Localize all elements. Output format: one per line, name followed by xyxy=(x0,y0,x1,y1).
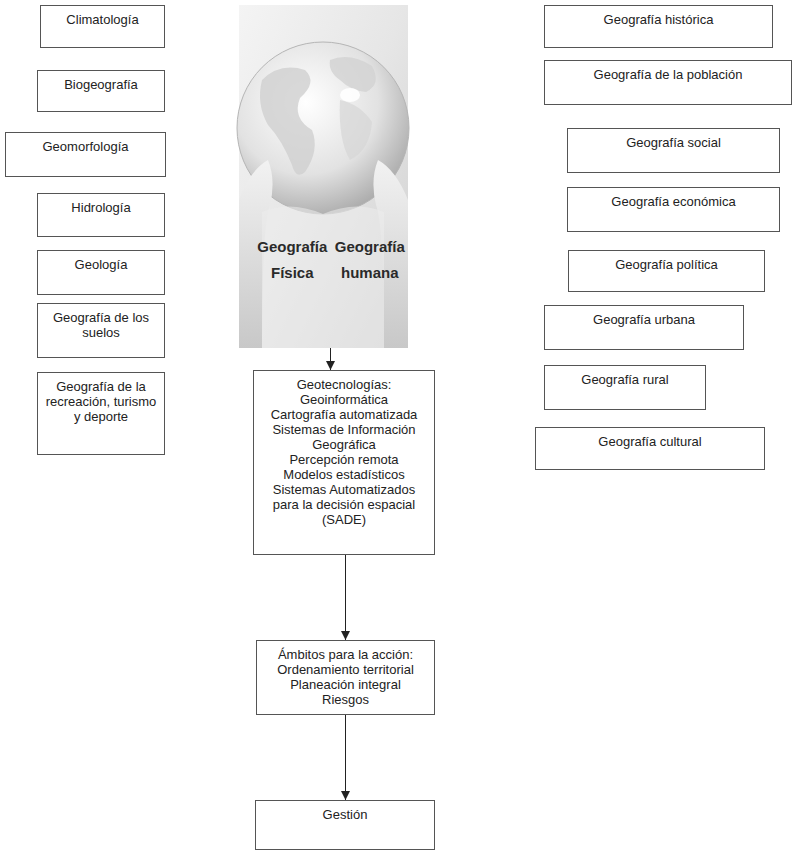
box-text: Geología xyxy=(75,257,128,272)
box-text: Geografía política xyxy=(615,257,718,272)
box-text: Modelos estadísticos xyxy=(283,467,404,482)
box-text: Geografía económica xyxy=(611,194,735,209)
branch-label: Geografía humana xyxy=(332,234,409,286)
box-text: Geotecnologías: xyxy=(297,377,392,392)
box-text: Geografía social xyxy=(626,135,721,150)
flow-arrow xyxy=(345,555,346,640)
topic-box: Biogeografía xyxy=(37,70,165,112)
box-text: Planeación integral xyxy=(290,677,401,692)
topic-box: Ámbitos para la acción:Ordenamiento terr… xyxy=(256,640,435,715)
topic-box: Geología xyxy=(37,250,165,295)
highlight xyxy=(340,88,360,102)
topic-box: Hidrología xyxy=(37,193,165,237)
topic-box: Gestión xyxy=(255,800,435,850)
box-text: Geografía rural xyxy=(581,372,668,387)
box-text: Geografía cultural xyxy=(598,434,701,449)
box-text: Cartografía automatizada xyxy=(271,407,418,422)
topic-box: Geografía social xyxy=(567,128,780,173)
box-text: Geoinformática xyxy=(300,392,388,407)
topic-box: Geografía cultural xyxy=(535,427,765,470)
box-text: Hidrología xyxy=(71,200,130,215)
topic-box: Geografía de la población xyxy=(544,60,792,105)
box-text: Percepción remota xyxy=(289,452,398,467)
box-text: Geomorfología xyxy=(43,139,129,154)
topic-box: Geomorfología xyxy=(5,132,166,177)
continent xyxy=(260,68,315,175)
box-text: Geografía de la población xyxy=(594,67,743,82)
branch-label: Geografía Física xyxy=(254,234,331,286)
box-text: Sistemas Automatizados para la decisión … xyxy=(259,482,429,527)
box-text: Climatología xyxy=(66,12,138,27)
topic-box: Geotecnologías:GeoinformáticaCartografía… xyxy=(253,370,435,555)
topic-box: Geografía de los suelos xyxy=(37,303,165,358)
box-text: Geografía de la recreación, turismo y de… xyxy=(43,379,159,424)
box-text: Geografía urbana xyxy=(593,312,695,327)
box-text: Riesgos xyxy=(322,692,369,707)
globe-picture: Geografía FísicaGeografía humana xyxy=(239,5,408,348)
box-text: Geografía de los suelos xyxy=(43,310,159,340)
topic-box: Geografía rural xyxy=(544,365,706,410)
box-text: Biogeografía xyxy=(64,77,138,92)
topic-box: Geografía urbana xyxy=(544,305,744,350)
topic-box: Geografía económica xyxy=(567,187,780,232)
box-text: Gestión xyxy=(323,807,368,822)
topic-box: Geografía política xyxy=(568,250,765,292)
continent xyxy=(340,100,372,160)
flow-arrow xyxy=(330,348,331,370)
flow-arrow xyxy=(345,715,346,800)
box-text: Sistemas de Información Geográfica xyxy=(259,422,429,452)
topic-box: Climatología xyxy=(40,5,165,48)
box-text: Geografía histórica xyxy=(604,12,714,27)
topic-box: Geografía histórica xyxy=(544,5,773,48)
box-text: Ordenamiento territorial xyxy=(277,662,414,677)
continent xyxy=(330,57,376,92)
box-text: Ámbitos para la acción: xyxy=(278,647,413,662)
topic-box: Geografía de la recreación, turismo y de… xyxy=(37,372,165,455)
